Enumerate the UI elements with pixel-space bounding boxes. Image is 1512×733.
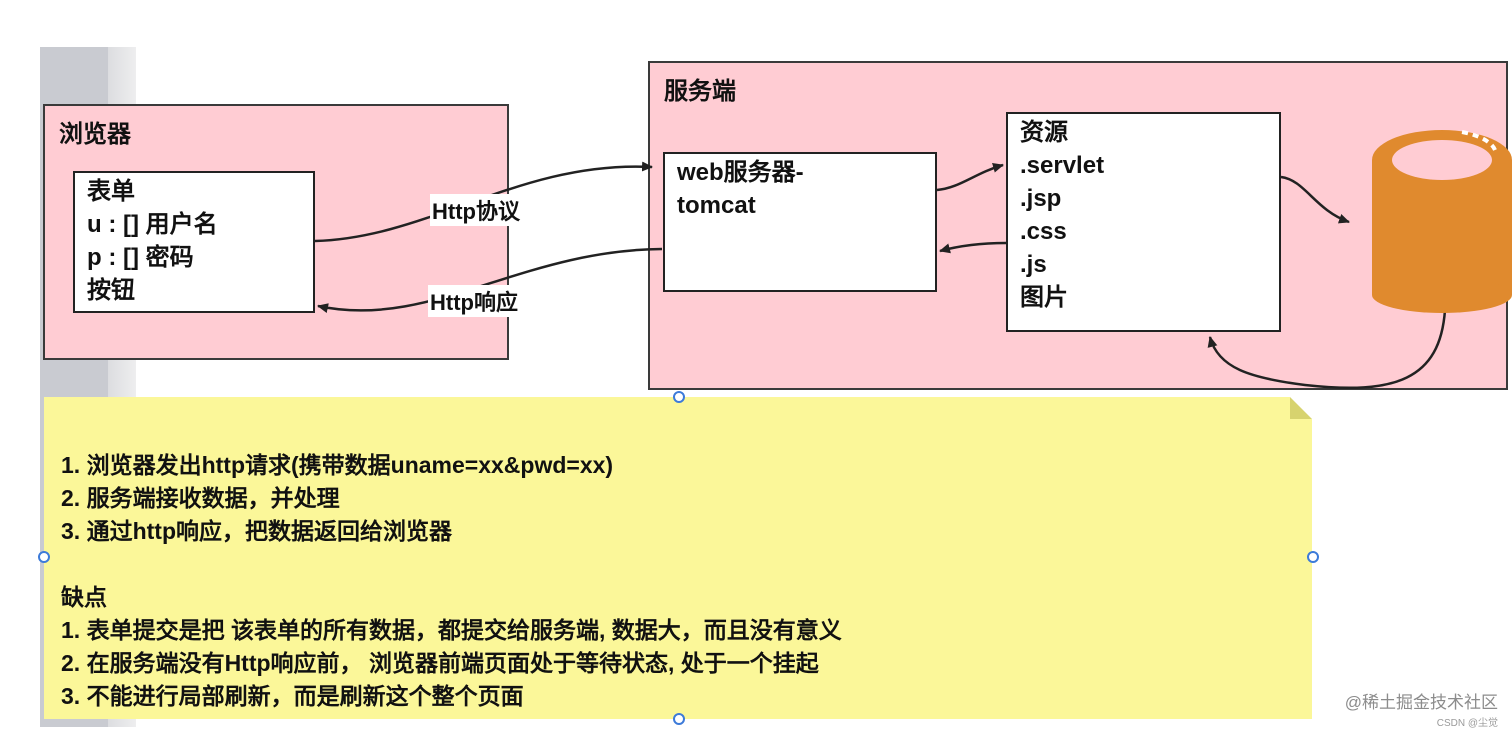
sticky-note[interactable]: 1. 浏览器发出http请求(携带数据uname=xx&pwd=xx) 2. 服… (44, 397, 1312, 719)
resource-css: .css (1020, 218, 1067, 245)
resize-handle-bottom[interactable] (673, 713, 685, 725)
form-label: 表单 (87, 178, 135, 205)
db-to-resources-arrow (1207, 309, 1447, 390)
note-spacer (61, 548, 1312, 581)
note-step-3: 3. 通过http响应，把数据返回给浏览器 (61, 518, 452, 544)
watermark: @稀土掘金技术社区 (1344, 693, 1498, 712)
resource-jsp: .jsp (1020, 185, 1062, 212)
browser-title: 浏览器 (59, 121, 131, 148)
web-server-line-1: web服务器- (677, 159, 804, 186)
resources-to-db-arrow (1280, 175, 1350, 224)
web-server-box: web服务器- tomcat (663, 152, 937, 292)
resource-js: .js (1020, 251, 1047, 278)
resize-handle-top[interactable] (673, 391, 685, 403)
resize-handle-right[interactable] (1307, 551, 1319, 563)
request-arrow-label: Http协议 (430, 194, 522, 226)
note-corner-fold (1290, 397, 1312, 419)
form-password-field: p : [] 密码 (87, 244, 194, 271)
server-title: 服务端 (664, 78, 736, 105)
watermark-sub: CSDN @尘觉 (1436, 718, 1498, 729)
resources-to-web-arrow (939, 241, 1007, 254)
resource-images: 图片 (1020, 284, 1068, 311)
form-username-field: u : [] 用户名 (87, 211, 218, 238)
resize-handle-left[interactable] (38, 551, 50, 563)
web-server-line-2: tomcat (677, 192, 756, 219)
resources-box: 资源 .servlet .jsp .css .js 图片 (1006, 112, 1281, 332)
note-step-2: 2. 服务端接收数据，并处理 (61, 485, 340, 511)
form-button: 按钮 (87, 277, 135, 304)
web-to-resources-arrow (936, 162, 1004, 192)
note-step-1: 1. 浏览器发出http请求(携带数据uname=xx&pwd=xx) (61, 452, 614, 478)
resource-servlet: .servlet (1020, 152, 1105, 179)
database-cylinder-icon (1372, 130, 1512, 313)
form-box: 表单 u : [] 用户名 p : [] 密码 按钮 (73, 171, 315, 313)
note-drawback-2: 2. 在服务端没有Http响应前， 浏览器前端页面处于等待状态, 处于一个挂起 (61, 650, 819, 676)
note-drawbacks-title: 缺点 (61, 584, 107, 610)
response-arrow-label: Http响应 (428, 285, 520, 317)
note-drawback-3: 3. 不能进行局部刷新，而是刷新这个整个页面 (61, 683, 524, 709)
resources-title: 资源 (1020, 119, 1068, 146)
note-drawback-1: 1. 表单提交是把 该表单的所有数据，都提交给服务端, 数据大，而且没有意义 (61, 617, 842, 643)
